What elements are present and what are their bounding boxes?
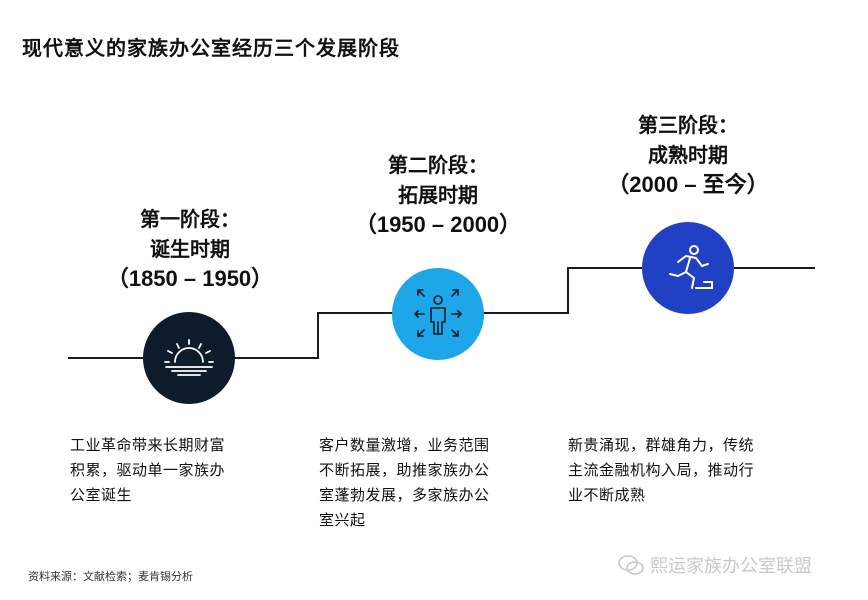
person-expanding-icon bbox=[414, 289, 462, 337]
stage-1-period: 诞生时期 bbox=[150, 237, 230, 261]
stage-2-desc-line: 室蓬勃发展，多家族办公 bbox=[319, 486, 490, 504]
stage-3-name: 第三阶段： bbox=[638, 113, 738, 137]
stage-2-years: （1950 – 2000） bbox=[354, 212, 522, 237]
stage-2-name: 第二阶段： bbox=[388, 153, 488, 177]
sunrise-icon bbox=[164, 339, 214, 376]
stage-2-heading: 第二阶段： 拓展时期 （1950 – 2000） bbox=[343, 150, 533, 240]
stage-1-years: （1850 – 1950） bbox=[106, 266, 274, 291]
stage-3-heading: 第三阶段： 成熟时期 （2000 – 至今） bbox=[588, 110, 788, 200]
stage-1-heading: 第一阶段： 诞生时期 （1850 – 1950） bbox=[95, 204, 285, 294]
stage-2-description: 客户数量激增，业务范围 不断拓展，助推家族办公 室蓬勃发展，多家族办公 室兴起 bbox=[319, 433, 490, 533]
stage-3-circle bbox=[642, 222, 734, 314]
stage-3-years: （2000 – 至今） bbox=[607, 172, 769, 197]
watermark-text: 熙运家族办公室联盟 bbox=[650, 556, 812, 577]
stage-1-circle bbox=[143, 312, 235, 404]
stage-1-desc-line: 工业革命带来长期财富 bbox=[70, 436, 226, 454]
running-person-icon bbox=[669, 245, 713, 289]
stage-3-desc-line: 新贵涌现，群雄角力，传统 bbox=[568, 436, 755, 454]
page-title: 现代意义的家族办公室经历三个发展阶段 bbox=[22, 36, 400, 60]
stage-3-desc-line: 主流金融机构入局，推动行 bbox=[568, 461, 755, 479]
stage-1-desc-line: 积累，驱动单一家族办 bbox=[70, 461, 226, 479]
stage-1-description: 工业革命带来长期财富 积累，驱动单一家族办 公室诞生 bbox=[70, 433, 225, 508]
stage-3-period: 成熟时期 bbox=[648, 143, 728, 167]
stage-1-name: 第一阶段： bbox=[140, 207, 240, 231]
stage-2-desc-line: 不断拓展，助推家族办公 bbox=[319, 461, 490, 479]
stage-1-desc-line: 公室诞生 bbox=[70, 486, 133, 504]
stage-2-period: 拓展时期 bbox=[398, 183, 478, 207]
source-note: 资料来源：文献检索；麦肯锡分析 bbox=[28, 570, 193, 583]
wechat-icon bbox=[618, 555, 644, 575]
stage-2-circle bbox=[392, 268, 484, 360]
stage-3-description: 新贵涌现，群雄角力，传统 主流金融机构入局，推动行 业不断成熟 bbox=[568, 433, 754, 508]
stage-3-desc-line: 业不断成熟 bbox=[568, 486, 646, 504]
watermark: 熙运家族办公室联盟 bbox=[618, 552, 812, 578]
stage-2-desc-line: 室兴起 bbox=[319, 511, 366, 529]
stage-2-desc-line: 客户数量激增，业务范围 bbox=[319, 436, 490, 454]
